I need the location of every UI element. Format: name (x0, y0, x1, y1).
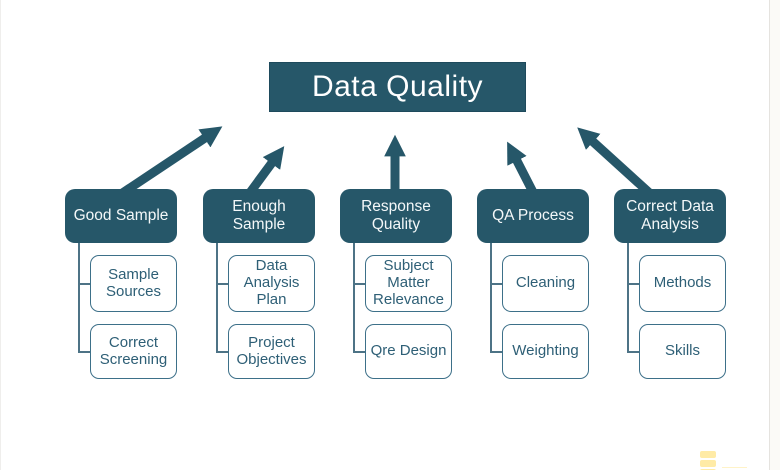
root-node-label: Data Quality (311, 70, 484, 103)
leaf-node: Sample Sources (90, 255, 177, 312)
logo-bar (700, 451, 716, 458)
branch-connector-stub (627, 351, 640, 353)
branch-connector-line (78, 243, 80, 353)
branch-enough-sample: Enough Sample Data Analysis Plan Project… (203, 189, 315, 389)
leaf-node: Correct Screening (90, 324, 177, 379)
slide-right-edge-line (769, 0, 770, 470)
branch-correct-data-analysis: Correct Data Analysis Methods Skills (614, 189, 726, 389)
leaf-node: Qre Design (365, 324, 452, 379)
branch-qa-process: QA Process Cleaning Weighting (477, 189, 589, 389)
leaf-node: Cleaning (502, 255, 589, 312)
branch-connector-stub (216, 351, 229, 353)
leaf-node: Skills (639, 324, 726, 379)
branch-connector-stub (627, 283, 640, 285)
branch-node: Enough Sample (203, 189, 315, 243)
branch-connector-stub (490, 283, 503, 285)
leaf-node: Subject Matter Relevance (365, 255, 452, 312)
branch-connector-line (627, 243, 629, 353)
leaf-node: Methods (639, 255, 726, 312)
branch-connector-stub (490, 351, 503, 353)
logo-bar (700, 460, 716, 467)
branch-response-quality: Response Quality Subject Matter Relevanc… (340, 189, 452, 389)
branch-connector-line (216, 243, 218, 353)
branch-connector-line (490, 243, 492, 353)
leaf-node: Data Analysis Plan (228, 255, 315, 312)
branch-connector-stub (353, 283, 366, 285)
branch-connector-stub (78, 351, 91, 353)
leaf-node: Weighting (502, 324, 589, 379)
root-node-data-quality: Data Quality (269, 62, 526, 112)
logo-bar (700, 468, 716, 470)
slide-right-margin (770, 0, 780, 470)
branch-node: QA Process (477, 189, 589, 243)
slide-left-edge-line (0, 0, 1, 470)
branch-node: Good Sample (65, 189, 177, 243)
branch-connector-line (353, 243, 355, 353)
branch-connector-stub (216, 283, 229, 285)
logo-underline (722, 466, 747, 468)
leaf-node: Project Objectives (228, 324, 315, 379)
branch-connector-stub (353, 351, 366, 353)
branch-node: Correct Data Analysis (614, 189, 726, 243)
branch-good-sample: Good Sample Sample Sources Correct Scree… (65, 189, 177, 389)
branch-node: Response Quality (340, 189, 452, 243)
branch-connector-stub (78, 283, 91, 285)
